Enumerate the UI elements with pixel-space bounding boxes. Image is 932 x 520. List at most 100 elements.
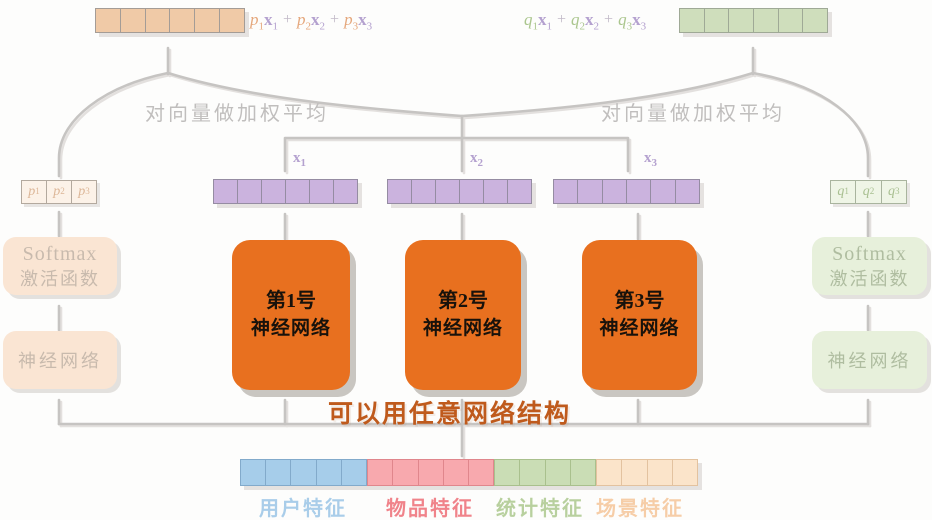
network-1-label: 神经网络 — [250, 318, 331, 339]
x2-sub: 2 — [477, 157, 484, 169]
network-box-2: 第2号 神经网络 — [405, 240, 521, 390]
curve-x-to-left-sum — [166, 71, 464, 118]
network-3-number: 第3号 — [614, 290, 665, 312]
annotation-weighted-average-left: 对向量做加权平均 — [145, 103, 329, 125]
vector-cell — [802, 9, 827, 32]
vector-cell — [309, 180, 333, 203]
annotation-weighted-average-right: 对向量做加权平均 — [601, 103, 785, 125]
output-vector-right — [679, 8, 828, 33]
vector-cell — [290, 460, 315, 485]
x1-sub: 1 — [300, 157, 307, 169]
vector-cell — [285, 180, 309, 203]
vector-cell — [728, 9, 753, 32]
vector-cell — [442, 460, 468, 485]
x1-base: x — [293, 150, 301, 166]
vector-cell — [544, 460, 570, 485]
vector-cell — [519, 460, 544, 485]
vector-cell — [554, 180, 577, 203]
vector-cell — [315, 460, 341, 485]
vector-cell — [169, 9, 194, 32]
input-segment-用户特征 — [240, 459, 368, 486]
softmax-box-left: Softmax 激活函数 — [3, 237, 117, 295]
network-2-label: 神经网络 — [422, 318, 503, 339]
vector-term-x3: x3 — [632, 10, 647, 33]
vector-cell — [435, 180, 459, 203]
x1-vector — [213, 179, 358, 204]
vector-term-x2: x2 — [585, 10, 600, 33]
vector-cell — [333, 180, 357, 203]
vector-cell — [569, 460, 595, 485]
vector-cell — [467, 460, 493, 485]
vector-term-x1: x1 — [538, 10, 552, 33]
vector-cell — [194, 9, 219, 32]
coefficient-p2: p2 — [297, 10, 312, 33]
plus-sign: + — [557, 11, 567, 28]
coefficient-q2: q2 — [571, 10, 586, 33]
vector-cell — [753, 9, 778, 32]
plus-sign: + — [330, 11, 340, 28]
network-box-1: 第1号 神经网络 — [232, 240, 350, 390]
vector-cell — [119, 9, 145, 32]
vector-cell — [680, 9, 704, 32]
vector-cell — [411, 180, 435, 203]
input-segment-场景特征 — [596, 459, 698, 486]
coefficient-p1: p1 — [250, 10, 264, 33]
x3-vector — [553, 179, 700, 204]
x3-base: x — [644, 150, 652, 166]
nn-label-right: 神经网络 — [827, 351, 912, 371]
network-box-3: 第3号 神经网络 — [582, 240, 697, 390]
vector-cell — [96, 9, 120, 32]
vector-cell — [671, 460, 697, 485]
curve-p-weights-to-sum — [57, 71, 170, 178]
plus-sign: + — [604, 11, 614, 28]
network-3-label: 神经网络 — [599, 318, 680, 339]
vector-cell — [777, 9, 803, 32]
vector-cell — [597, 460, 621, 485]
curve-x-to-right-sum — [460, 71, 755, 118]
vector-cell — [674, 180, 699, 203]
vector-cell — [625, 180, 650, 203]
network-2-number: 第2号 — [438, 290, 488, 312]
vector-cell — [507, 180, 531, 203]
vector-cell — [214, 180, 237, 203]
vector-cell — [459, 180, 483, 203]
vector-cell — [368, 460, 392, 485]
label-scene-features: 场景特征 — [596, 498, 684, 520]
label-x1: x1 — [293, 150, 306, 169]
softmax-label-left: Softmax — [22, 243, 98, 265]
vector-cell — [392, 460, 417, 485]
vector-cell — [144, 9, 170, 32]
vector-cell — [265, 460, 290, 485]
vector-cell — [388, 180, 411, 203]
vector-term-x2: x2 — [311, 10, 326, 33]
label-x2: x2 — [470, 150, 483, 169]
input-segment-统计特征 — [494, 459, 597, 486]
softmax-box-right: Softmax 激活函数 — [812, 237, 927, 295]
vector-cell — [241, 460, 265, 485]
vector-cell — [495, 460, 519, 485]
vector-cell — [237, 180, 261, 203]
x3-sub: 3 — [651, 157, 658, 169]
label-user-features: 用户特征 — [259, 498, 347, 520]
input-feature-vector — [240, 459, 698, 486]
label-x3: x3 — [644, 150, 657, 169]
coefficient-q1: q1 — [524, 10, 538, 33]
input-segment-物品特征 — [367, 459, 495, 486]
vector-cell — [703, 9, 729, 32]
x2-vector — [387, 179, 532, 204]
coefficient-q3: q3 — [618, 10, 633, 33]
vector-cell — [340, 460, 366, 485]
bracket-x-vectors — [283, 136, 630, 173]
vector-cell — [417, 460, 443, 485]
nn-box-right: 神经网络 — [812, 331, 927, 389]
coefficient-p3: p3 — [344, 10, 359, 33]
vector-cell — [650, 180, 674, 203]
vector-term-x3: x3 — [358, 10, 373, 33]
vector-cell — [577, 180, 601, 203]
